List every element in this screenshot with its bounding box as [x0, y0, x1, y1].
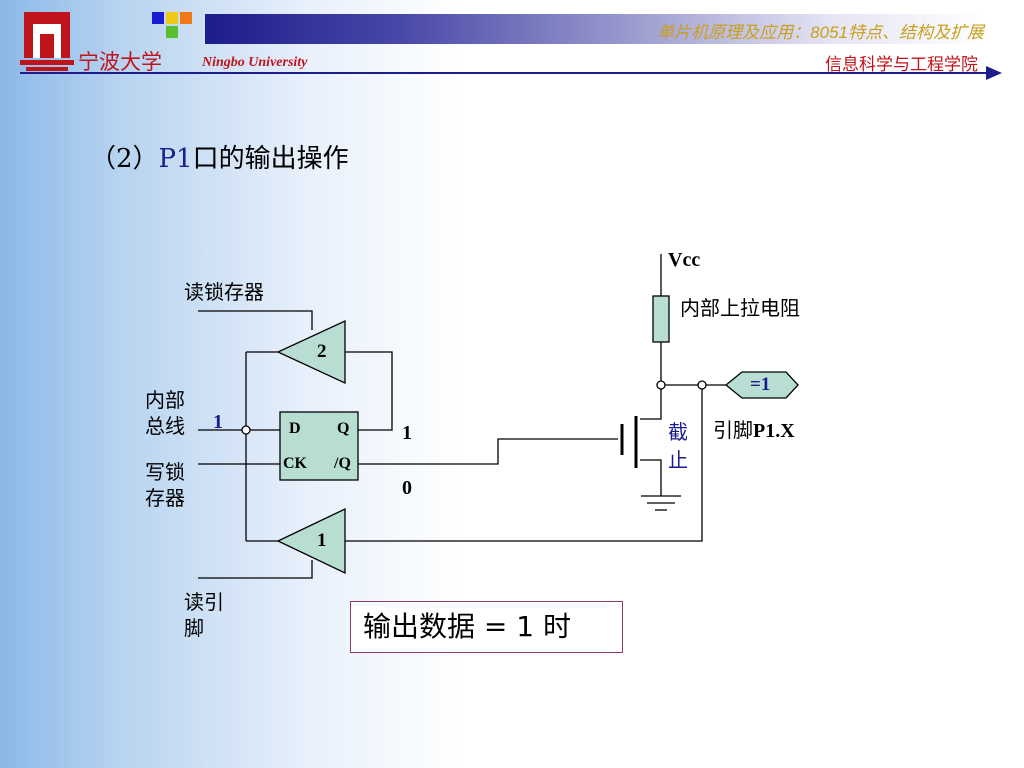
internal-bus-label-2: 总线: [145, 414, 185, 438]
output-note-box: 输出数据 = 1 时: [350, 601, 623, 653]
pullup-label: 内部上拉电阻: [680, 296, 800, 320]
latch-q-label: Q: [337, 420, 350, 437]
fet-transistor-icon: [620, 416, 638, 468]
logo-square-yellow: [166, 12, 178, 24]
q-feedback-wire: [345, 351, 393, 431]
title-rest: 口的输出操作: [192, 144, 349, 174]
latch-d-label: D: [289, 420, 301, 437]
fet-state-label-2: 止: [668, 448, 688, 472]
header-arrow-icon: [986, 66, 1002, 80]
pin-to-buffer1-wire: [345, 385, 703, 542]
q-value-label: 1: [402, 422, 412, 444]
node-junction-dot: [656, 380, 666, 390]
course-title: 单片机原理及应用：8051特点、结构及扩展: [657, 23, 984, 42]
header-underline: [20, 72, 990, 74]
pin-junction-dot: [697, 380, 707, 390]
pin-label-en: P1.X: [753, 420, 795, 442]
header-gradient-bar: [205, 14, 985, 44]
latch-qn-label: /Q: [334, 455, 351, 472]
pin-value-label: =1: [750, 374, 771, 395]
university-name-en: Ningbo University: [202, 55, 308, 70]
write-latch-label-1: 写锁: [145, 460, 185, 484]
title-prefix: （2）: [90, 144, 159, 174]
university-logo-icon: [20, 12, 74, 71]
pin-p1x-icon: [724, 371, 799, 399]
qn-value-label: 0: [402, 477, 412, 499]
fet-state-label-1: 截: [668, 420, 688, 444]
tri-state-buffer-1-icon: [276, 507, 346, 575]
d-latch-box: [279, 411, 359, 481]
title-p1: P1: [158, 144, 193, 174]
university-name-cn: 宁波大学: [78, 50, 162, 74]
pin-label-cn: 引脚: [713, 418, 753, 442]
write-latch-label-2: 存器: [145, 486, 185, 510]
fet-source-wire: [640, 459, 662, 496]
read-latch-wire: [198, 310, 313, 330]
buffer-1-label: 1: [317, 530, 327, 551]
tri-state-buffer-2-icon: [276, 319, 346, 385]
bus-value-label: 1: [213, 411, 223, 433]
pin-label: 引脚P1.X: [713, 418, 795, 444]
qn-to-gate-wire: [358, 438, 618, 465]
logo-square-blue: [152, 12, 164, 24]
pullup-resistor-icon: [652, 295, 670, 343]
slide-title: （2）P1口的输出操作: [90, 138, 349, 175]
read-pin-label-2: 脚: [184, 616, 204, 640]
college-name: 信息科学与工程学院: [825, 55, 978, 74]
logo-square-orange: [180, 12, 192, 24]
read-latch-label: 读锁存器: [184, 280, 264, 304]
vcc-label: Vcc: [668, 249, 701, 271]
fet-drain-wire: [640, 385, 662, 420]
read-pin-wire: [198, 560, 313, 579]
bus-junction-dot: [241, 425, 251, 435]
logo-square-green: [166, 26, 178, 38]
read-pin-label-1: 读引: [184, 590, 224, 614]
latch-ck-label: CK: [283, 455, 307, 472]
internal-bus-label-1: 内部: [145, 388, 185, 412]
buffer-2-label: 2: [317, 341, 327, 362]
